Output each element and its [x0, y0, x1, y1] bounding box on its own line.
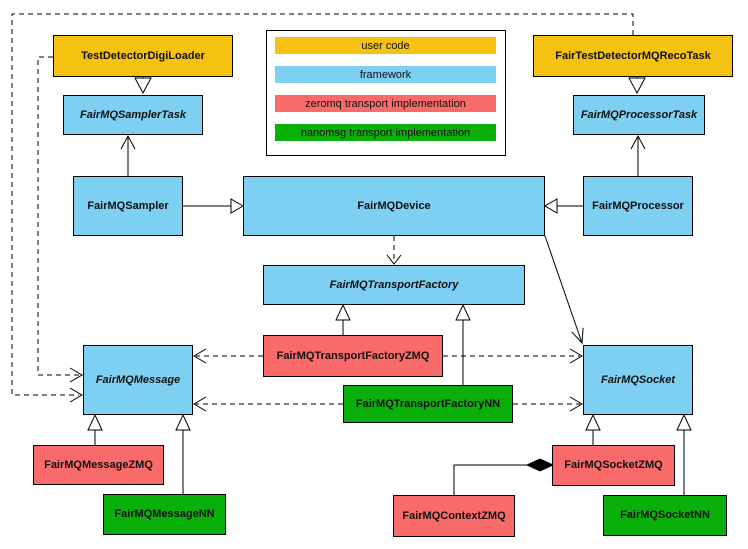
edge-digiloader-message-dependency [37, 56, 83, 383]
node-fairmqsampler: FairMQSampler [73, 176, 183, 236]
legend-item-nanomsg: nanomsg transport implementation [275, 124, 496, 141]
edge-factoryzmq-socket-dependency [443, 348, 583, 364]
node-fairmqtransportfactory: FairMQTransportFactory [263, 265, 525, 305]
edge-factoryzmq-message-dependency [193, 348, 263, 364]
edge-factorynn-message-dependency [193, 396, 343, 412]
node-fairmqtransportfactoryzmq: FairMQTransportFactoryZMQ [263, 335, 443, 377]
edge-processor-device-inheritance [544, 198, 583, 214]
edge-sampler-samplertask-association [120, 134, 136, 176]
node-fairmqmessage: FairMQMessage [83, 345, 193, 415]
legend-item-zeromq: zeromq transport implementation [275, 95, 496, 112]
edge-device-transportfactory-dependency [386, 236, 402, 265]
node-fairmqdevice: FairMQDevice [243, 176, 545, 236]
edge-contextzmq-socketzmq-composition [453, 458, 555, 495]
edge-processor-processortask-association [630, 134, 646, 176]
legend-item-framework: framework [275, 66, 496, 83]
edge-recotask-message-dependency [11, 13, 634, 403]
node-testdetectordigiloader: TestDetectorDigiLoader [53, 35, 233, 77]
edge-factorynn-factory-inheritance [455, 303, 471, 385]
node-fairmqmessagezmq: FairMQMessageZMQ [33, 445, 164, 485]
node-fairtestdetectormqrecotask: FairTestDetectorMQRecoTask [533, 35, 733, 77]
legend: user code framework zeromq transport imp… [266, 30, 506, 156]
node-fairmqsocketzmq: FairMQSocketZMQ [552, 445, 675, 486]
edge-digiloader-samplertask-inheritance [134, 77, 152, 95]
edge-recotask-processortask-inheritance [628, 77, 646, 95]
edge-messagezmq-message-inheritance [87, 413, 103, 445]
node-fairmqcontextzmq: FairMQContextZMQ [393, 495, 515, 537]
edge-socketzmq-socket-inheritance [585, 413, 601, 445]
node-fairmqmessagenn: FairMQMessageNN [103, 494, 226, 535]
node-fairmqsamplertask: FairMQSamplerTask [63, 95, 203, 135]
node-fairmqtransportfactorynn: FairMQTransportFactoryNN [343, 385, 513, 423]
edge-messagenn-message-inheritance [175, 413, 191, 494]
edge-factoryzmq-factory-inheritance [335, 303, 351, 335]
node-fairmqsocketnn: FairMQSocketNN [603, 495, 727, 536]
edge-factorynn-socket-dependency [513, 396, 583, 412]
edge-device-socket-association [544, 235, 584, 345]
node-fairmqprocessor: FairMQProcessor [583, 176, 693, 236]
edge-sampler-device-inheritance [183, 198, 244, 214]
node-fairmqprocessortask: FairMQProcessorTask [573, 95, 705, 135]
edge-socketnn-socket-inheritance [676, 413, 692, 495]
legend-item-user-code: user code [275, 37, 496, 54]
node-fairmqsocket: FairMQSocket [583, 345, 693, 415]
